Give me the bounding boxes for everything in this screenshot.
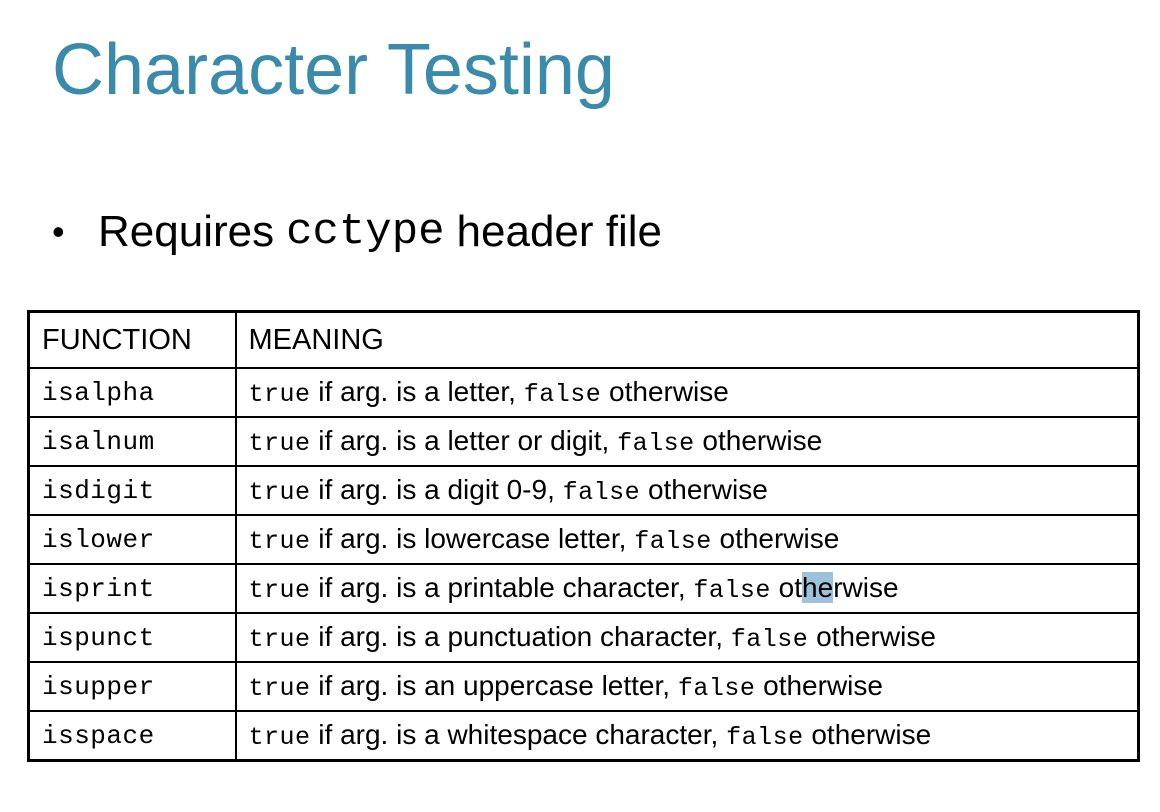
true-keyword: true (248, 527, 311, 556)
false-keyword: false (523, 380, 602, 409)
false-keyword: false (693, 576, 771, 605)
condition-text: if arg. is a digit 0-9, (318, 474, 555, 505)
otherwise-text: otherwise (702, 425, 823, 456)
function-name-cell: isalnum (27, 416, 237, 467)
meaning-cell: true if arg. is a digit 0-9, false other… (234, 465, 1140, 516)
function-name-cell: isprint (27, 563, 237, 614)
otherwise-part-before: ot (778, 572, 803, 603)
header-meaning: MEANING (234, 310, 1140, 369)
meaning-cell: true if arg. is a letter, false otherwis… (234, 367, 1140, 418)
slide-title: Character Testing (52, 30, 615, 110)
condition-text: if arg. is an uppercase letter, (318, 670, 671, 701)
condition-text: if arg. is a letter or digit, (318, 425, 610, 456)
bullet-prefix: Requires (98, 207, 275, 256)
text-selection-highlight: he (802, 572, 834, 603)
function-name-cell: ispunct (27, 612, 237, 663)
otherwise-text: otherwise (811, 719, 932, 750)
function-name-cell: islower (27, 514, 237, 565)
true-keyword: true (248, 380, 311, 409)
meaning-cell: true if arg. is lowercase letter, false … (234, 514, 1140, 565)
otherwise-text: otherwise (719, 523, 840, 554)
true-keyword: true (248, 478, 311, 507)
condition-text: if arg. is lowercase letter, (318, 523, 627, 554)
false-keyword: false (634, 527, 712, 556)
meaning-cell: true if arg. is a printable character, f… (234, 563, 1140, 614)
function-name-cell: isdigit (27, 465, 237, 516)
false-keyword: false (677, 674, 756, 703)
function-name-cell: isalpha (27, 367, 237, 418)
otherwise-text: otherwise (816, 621, 936, 652)
false-keyword: false (730, 625, 809, 654)
false-keyword: false (562, 478, 641, 507)
true-keyword: true (248, 429, 311, 458)
bullet-suffix: header file (456, 207, 663, 256)
otherwise-text: otherwise (609, 376, 729, 407)
condition-text: if arg. is a letter, (318, 376, 516, 407)
false-keyword: false (726, 723, 804, 752)
true-keyword: true (248, 625, 311, 654)
function-name-cell: isupper (27, 661, 237, 712)
bullet-marker: • (52, 211, 65, 252)
function-name-cell: isspace (27, 710, 237, 762)
meaning-cell: true if arg. is an uppercase letter, fal… (234, 661, 1140, 712)
condition-text: if arg. is a whitespace character, (318, 719, 719, 750)
condition-text: if arg. is a punctuation character, (318, 621, 723, 652)
true-keyword: true (248, 674, 311, 703)
otherwise-text: otherwise (779, 572, 899, 603)
bullet-point: • Requires cctype header file (52, 202, 662, 262)
otherwise-part-after: rwise (833, 572, 899, 603)
header-function: FUNCTION (27, 310, 237, 369)
bullet-code: cctype (286, 207, 445, 257)
otherwise-text: otherwise (647, 474, 768, 505)
condition-text: if arg. is a printable character, (318, 572, 686, 603)
false-keyword: false (617, 429, 695, 458)
meaning-cell: true if arg. is a whitespace character, … (234, 710, 1140, 762)
true-keyword: true (248, 723, 311, 752)
meaning-cell: true if arg. is a letter or digit, false… (234, 416, 1140, 467)
table-header-row: FUNCTION MEANING (27, 310, 1140, 369)
meaning-cell: true if arg. is a punctuation character,… (234, 612, 1140, 663)
true-keyword: true (248, 576, 311, 605)
otherwise-text: otherwise (763, 670, 883, 701)
